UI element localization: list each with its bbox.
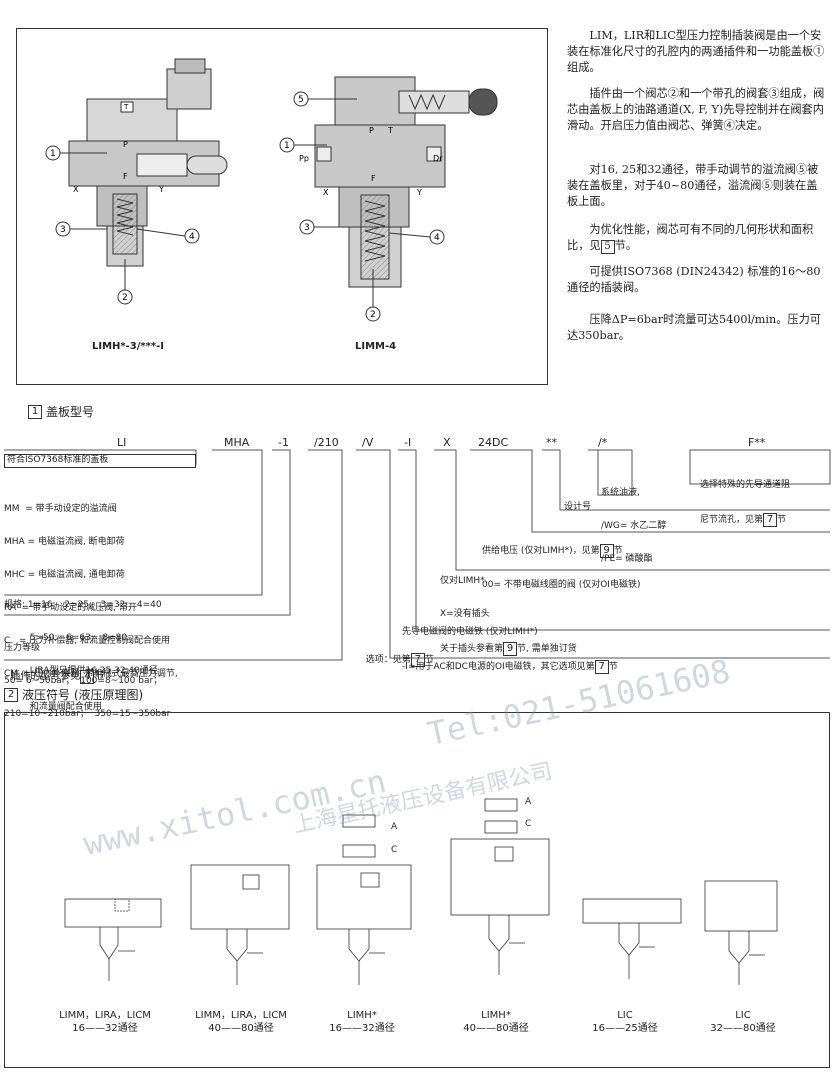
code-voltage: 24DC <box>478 436 509 449</box>
functions-list: MM = 带手动设定的溢流阀 MHA = 电磁溢流阀, 断电卸荷 MHC = 电… <box>4 504 178 712</box>
svg-text:1: 1 <box>50 149 56 159</box>
section2-label: 液压符号 (液压原理图) <box>22 688 144 702</box>
code-li: LI <box>117 436 127 449</box>
svg-text:2: 2 <box>122 293 128 303</box>
svg-text:P: P <box>369 126 374 135</box>
design-label: 设计号 <box>564 502 592 512</box>
insert-ref-box[interactable]: 4 <box>80 670 95 684</box>
right-figure-caption: LIMM-4 <box>355 341 397 352</box>
code-plug: X <box>443 436 451 449</box>
section-ref-box[interactable]: 5 <box>600 240 615 254</box>
code-tree-lines <box>4 449 831 661</box>
description-p3: 对16, 25和32通径，带手动调节的溢流阀⑤被装在盖板里，对于40~80通径，… <box>567 163 819 208</box>
section2-title: 2 液压符号 (液压原理图) <box>4 686 143 703</box>
svg-text:4: 4 <box>434 233 440 243</box>
code-orifice: F** <box>748 436 766 449</box>
svg-text:3: 3 <box>60 225 66 235</box>
code-size: -1 <box>278 436 289 449</box>
code-mha: MHA <box>224 436 250 449</box>
svg-text:P: P <box>123 140 128 149</box>
svg-text:T: T <box>123 103 129 111</box>
code-fluid: /* <box>598 436 608 449</box>
caption-limh-16-32: LIMH* 16——32通径 <box>329 1010 395 1034</box>
symbol4-label-a: A <box>525 797 532 807</box>
callouts: 1 3 4 2 5 1 3 4 2 <box>45 91 445 322</box>
code-solenoid: -I <box>404 436 412 449</box>
left-figure-caption: LIMH*-3/***-I <box>92 341 164 352</box>
description-p1: LIM，LIR和LIC型压力控制插装阀是由一个安装在标准化尺寸的孔腔内的两通插件… <box>567 29 825 74</box>
description-p5: 可提供ISO7368 (DIN24342) 标准的16～80通径的插装阀。 <box>567 265 821 294</box>
section2-num: 2 <box>4 687 18 702</box>
svg-text:Dr: Dr <box>433 154 443 163</box>
svg-text:5: 5 <box>298 95 304 105</box>
section1-label: 盖板型号 <box>46 405 95 419</box>
svg-text:4: 4 <box>189 232 195 242</box>
svg-text:T: T <box>387 126 393 135</box>
svg-text:3: 3 <box>304 223 310 233</box>
iso-label: 符合ISO7368标准的盖板 <box>4 454 196 468</box>
svg-text:X: X <box>73 185 79 194</box>
voltage-ref-box[interactable]: 9 <box>599 544 614 558</box>
svg-text:2: 2 <box>370 310 376 320</box>
svg-text:F: F <box>123 172 128 181</box>
symbol4-label-c: C <box>525 819 532 829</box>
plug-ref-box[interactable]: 9 <box>503 642 518 656</box>
code-seal: /V <box>362 436 374 449</box>
symbol3-label-a: A <box>391 822 398 832</box>
pressure-list: 压力等级 50= 6~50bar； 100=8~100 bar； 210=10~… <box>4 643 171 719</box>
options-ref-box[interactable]: 7 <box>410 653 425 667</box>
svg-text:Pp: Pp <box>299 154 309 163</box>
valve-drawings: P X F Y T P T Pp Dr X F Y <box>45 58 498 322</box>
code-design: ** <box>546 436 557 449</box>
caption-limh-40-80: LIMH* 40——80通径 <box>463 1010 529 1034</box>
description-p6: 压降ΔP=6bar时流量可达5400l/min。压力可达350bar。 <box>567 313 821 342</box>
svg-text:Y: Y <box>158 185 164 194</box>
symbol3-label-c: C <box>391 845 398 855</box>
orifice-ref-box[interactable]: 7 <box>763 513 778 527</box>
description-p2: 插件由一个阀芯②和一个带孔的阀套③组成，阀芯由盖板上的油路通道(X, F, Y)… <box>567 87 825 132</box>
limm-valve-drawing: P T Pp Dr X F Y <box>299 76 498 288</box>
section1-title: 1 盖板型号 <box>28 403 94 420</box>
caption-limm-16-32: LIMM，LIRA，LICM 16——32通径 <box>59 1010 151 1034</box>
hydraulic-symbols <box>64 798 778 985</box>
code-pressure: /210 <box>314 436 339 449</box>
caption-lic-16-25: LIC 16——25通径 <box>592 1010 658 1034</box>
figure-panel: P X F Y T P T Pp Dr X F Y <box>16 28 548 385</box>
hydraulic-symbols-panel: A C A C LIMM，LIRA，LICM 16——32通径 LIMM，LIR… <box>4 712 830 1068</box>
fluid-label: 系统油液, /WG= 水乙二醇 /PE= 磷酸酯 <box>601 488 667 564</box>
pilot-ref-box[interactable]: 7 <box>594 660 609 674</box>
svg-text:F: F <box>371 174 376 183</box>
pilot-solenoid-label: 先导电磁阀的电磁铁 (仅对LIMH*) -I=用于AC和DC电源的OI电磁铁，其… <box>402 627 618 674</box>
section1-num: 1 <box>28 404 42 419</box>
caption-lic-32-80: LIC 32——80通径 <box>710 1010 776 1034</box>
caption-limm-40-80: LIMM，LIRA，LICM 40——80通径 <box>195 1010 287 1034</box>
limh-valve-drawing: P X F Y T <box>68 58 228 267</box>
svg-text:X: X <box>323 188 329 197</box>
svg-text:Y: Y <box>416 188 422 197</box>
svg-text:1: 1 <box>284 141 290 151</box>
